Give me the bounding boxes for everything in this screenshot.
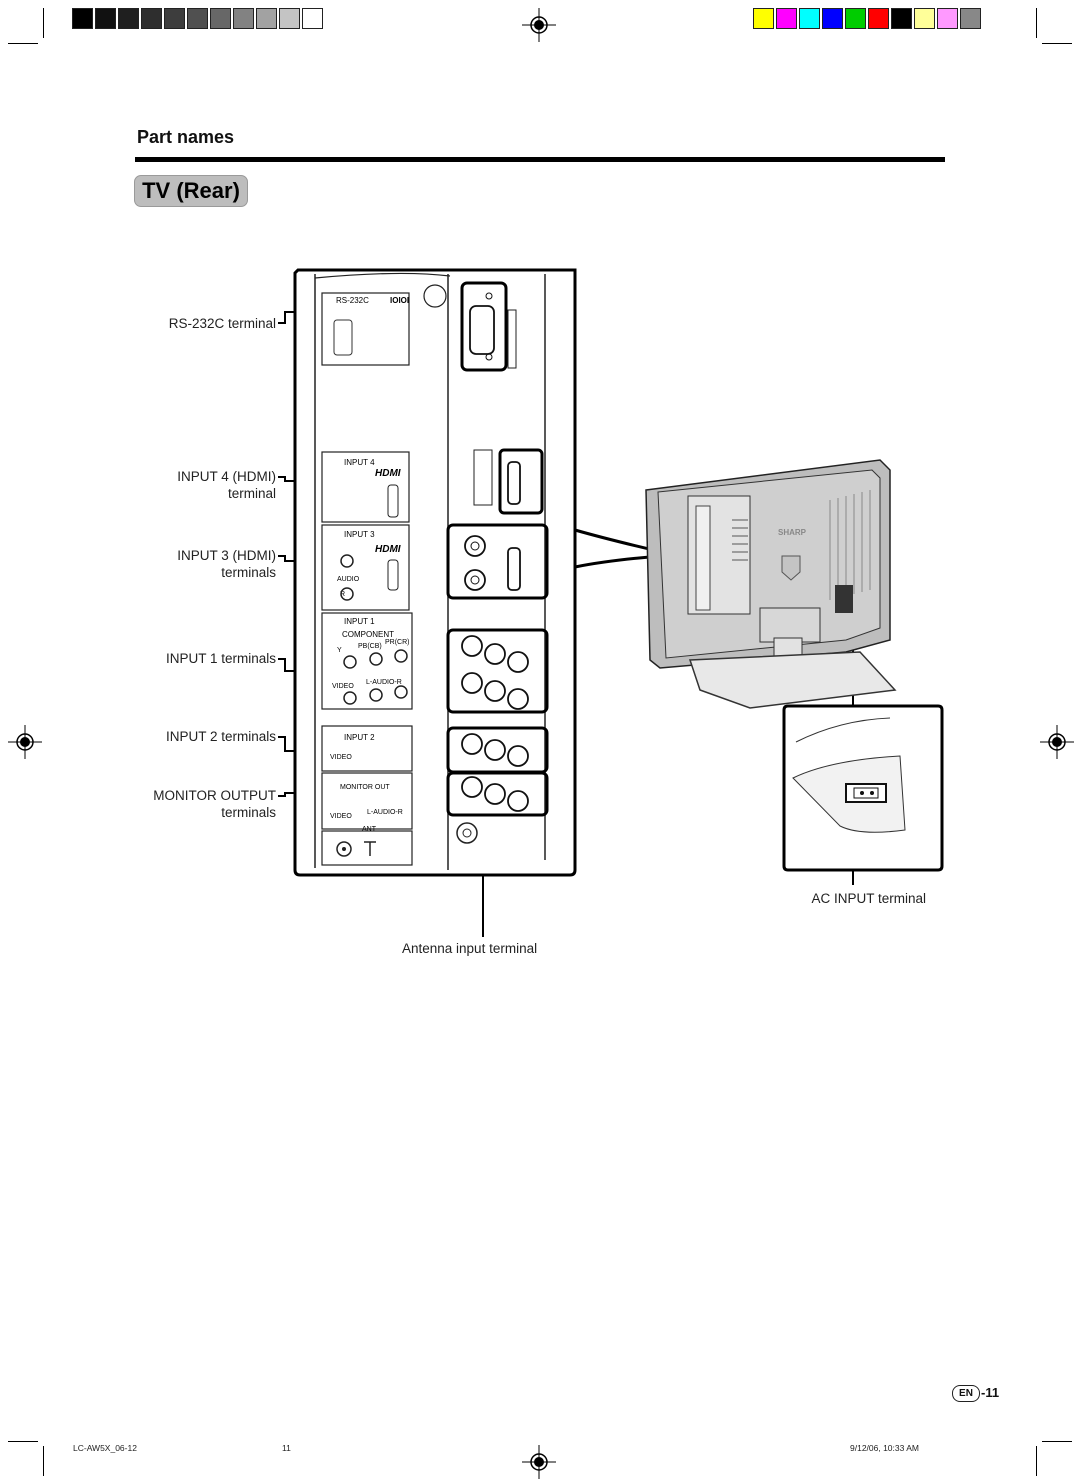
registration-target-top: [522, 8, 556, 42]
page-number: -11: [981, 1385, 1000, 1400]
color-swatch: [822, 8, 843, 29]
crop-mark: [8, 43, 38, 44]
svg-text:L-AUDIO-R: L-AUDIO-R: [366, 679, 402, 686]
callout-ac-input: AC INPUT terminal: [811, 891, 926, 906]
crop-mark: [1042, 1441, 1072, 1442]
section-rule: [135, 157, 945, 162]
footer-page-small: 11: [282, 1443, 291, 1453]
callout-rs232c: RS-232C terminal: [168, 316, 276, 331]
badge-label: TV (Rear): [142, 178, 240, 203]
callout-input1: INPUT 1 terminals: [165, 651, 276, 666]
callout-input4-line1: INPUT 4 (HDMI): [177, 469, 276, 484]
crop-mark: [8, 1441, 38, 1442]
gray-swatch: [118, 8, 139, 29]
ac-input-detail: [782, 704, 944, 872]
svg-text:INPUT 3: INPUT 3: [344, 530, 375, 539]
svg-text:L-AUDIO-R: L-AUDIO-R: [367, 809, 403, 816]
gray-swatch: [164, 8, 185, 29]
svg-text:ANT: ANT: [362, 826, 377, 833]
color-swatch: [914, 8, 935, 29]
gray-swatch: [187, 8, 208, 29]
color-swatch: [891, 8, 912, 29]
tv-rear-illustration: RS-232C IOIOI INPUT 4 HDMI INPUT 3 HDMI …: [278, 268, 944, 937]
gray-swatch: [279, 8, 300, 29]
color-swatch: [799, 8, 820, 29]
crop-mark: [1036, 1446, 1037, 1476]
footer-timestamp: 9/12/06, 10:33 AM: [850, 1443, 919, 1453]
gray-swatch: [141, 8, 162, 29]
registration-target-bottom: [522, 1445, 556, 1479]
color-swatch: [868, 8, 889, 29]
color-swatch: [937, 8, 958, 29]
section-title: Part names: [137, 127, 235, 147]
color-swatch: [960, 8, 981, 29]
color-swatch: [753, 8, 774, 29]
crop-mark: [1042, 43, 1072, 44]
gray-swatch: [256, 8, 277, 29]
callout-input4-line2: terminal: [227, 486, 276, 501]
svg-text:PR(CR): PR(CR): [385, 639, 410, 646]
color-swatch: [845, 8, 866, 29]
gray-swatch: [72, 8, 93, 29]
gray-swatch: [95, 8, 116, 29]
registration-target-right: [1040, 725, 1074, 759]
gray-swatch: [233, 8, 254, 29]
svg-text:Y: Y: [337, 647, 342, 654]
gray-swatch: [210, 8, 231, 29]
callout-input3-line1: INPUT 3 (HDMI): [177, 548, 276, 563]
svg-text:SHARP: SHARP: [778, 528, 807, 537]
svg-text:VIDEO: VIDEO: [332, 683, 354, 690]
terminal-panel: RS-232C IOIOI INPUT 4 HDMI INPUT 3 HDMI …: [293, 268, 577, 877]
svg-text:HDMI: HDMI: [375, 468, 401, 479]
language-badge: EN: [952, 1385, 980, 1402]
callout-antenna: Antenna input terminal: [402, 941, 538, 956]
color-swatch: [776, 8, 797, 29]
gray-swatch: [302, 8, 323, 29]
callout-monitor-line2: terminals: [221, 805, 276, 820]
svg-text:AUDIO: AUDIO: [337, 576, 360, 583]
crop-mark: [1036, 8, 1037, 38]
callout-monitor-line1: MONITOR OUTPUT: [153, 788, 276, 803]
svg-text:IOIOI: IOIOI: [390, 296, 409, 305]
svg-text:INPUT 2: INPUT 2: [344, 733, 375, 742]
svg-text:PB(CB): PB(CB): [358, 643, 382, 650]
svg-text:MONITOR OUT: MONITOR OUT: [340, 784, 390, 791]
page-badge: TV (Rear): [134, 175, 248, 207]
svg-text:R: R: [340, 591, 345, 598]
footer-doc-id: LC-AW5X_06-12: [73, 1443, 137, 1453]
svg-text:INPUT 4: INPUT 4: [344, 458, 375, 467]
svg-text:COMPONENT: COMPONENT: [342, 630, 394, 639]
tv-rear-body: SHARP: [645, 459, 897, 709]
callout-input2: INPUT 2 terminals: [165, 729, 276, 744]
svg-text:VIDEO: VIDEO: [330, 813, 352, 820]
registration-target-left: [8, 725, 42, 759]
callout-input3-line2: terminals: [221, 565, 276, 580]
crop-mark: [43, 8, 44, 38]
svg-text:INPUT 1: INPUT 1: [344, 617, 375, 626]
svg-text:RS-232C: RS-232C: [336, 296, 369, 305]
svg-text:HDMI: HDMI: [375, 544, 401, 555]
svg-text:VIDEO: VIDEO: [330, 754, 352, 761]
crop-mark: [43, 1446, 44, 1476]
